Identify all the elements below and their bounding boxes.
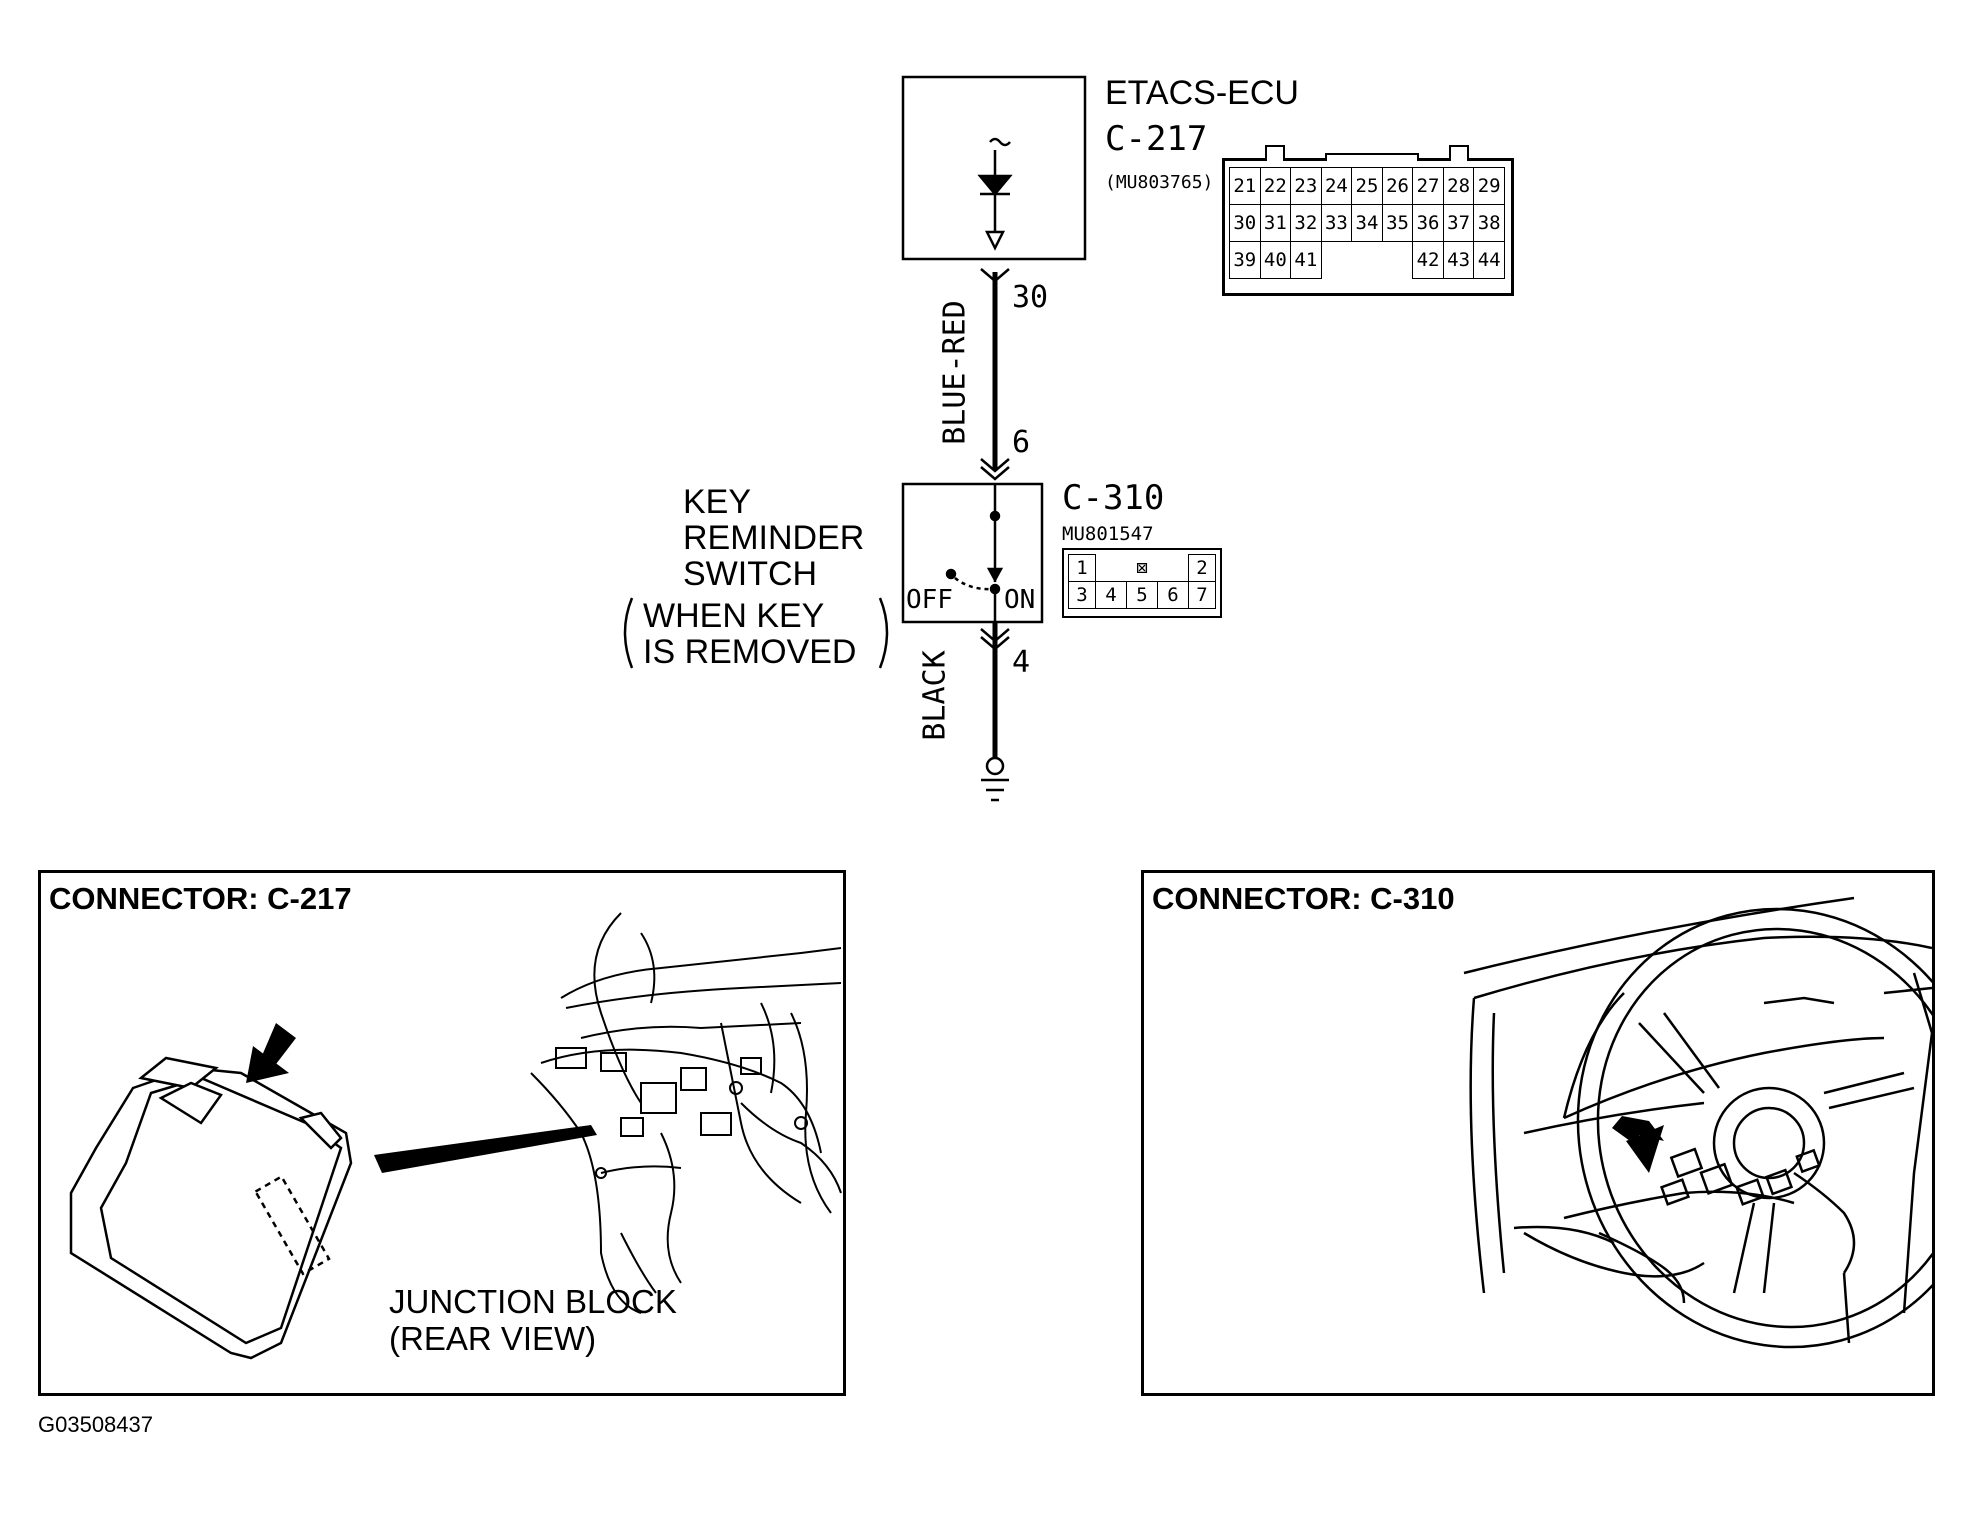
- wiring-diagram: [623, 75, 1087, 802]
- wire-color-black: BLACK: [917, 650, 953, 741]
- pin-6-label: 6: [1012, 425, 1031, 460]
- c217-pin: 41: [1290, 241, 1322, 279]
- caption-line-2: (REAR VIEW): [389, 1320, 597, 1357]
- pin-30-label: 30: [1012, 280, 1049, 315]
- arrow-icon: [261, 1023, 296, 1068]
- c217-pin: 34: [1351, 204, 1383, 242]
- junction-block-illustration: [69, 912, 842, 1360]
- c310-pin: 1: [1068, 554, 1096, 582]
- c217-pin-empty: [1352, 242, 1383, 279]
- connector-6-chevron-b: [980, 466, 1010, 481]
- c310-pin-blocked: ⊠: [1126, 554, 1158, 582]
- c217-pin: 28: [1442, 167, 1475, 205]
- dashboard-wiring-sketch: [530, 912, 842, 1314]
- c310-row-2: 3 4 5 6 7: [1068, 581, 1216, 609]
- c217-pin: 37: [1442, 204, 1475, 242]
- c217-pin: 22: [1259, 167, 1292, 205]
- pin-4-label: 4: [1012, 645, 1031, 680]
- c217-pin: 42: [1412, 241, 1444, 279]
- dashboard-outline: [1463, 896, 1932, 1344]
- ecu-box: [901, 75, 1087, 261]
- connector-6-chevron-a: [980, 458, 1010, 473]
- wire-color-blue-red: BLUE-RED: [937, 300, 973, 445]
- c310-pin: 2: [1188, 554, 1216, 582]
- c217-pin: 29: [1473, 167, 1505, 205]
- c217-row-3: 39 40 41 42 43 44: [1229, 241, 1505, 279]
- switch-off-label: OFF: [906, 585, 953, 615]
- ecu-diode-icon: [977, 137, 1013, 251]
- c310-row-1: 1 ⊠ 2: [1068, 554, 1216, 582]
- ground-icon: [981, 756, 1009, 802]
- c217-pin: 31: [1259, 204, 1292, 242]
- switch-title-line-2: REMINDER: [683, 519, 865, 557]
- c310-pin: 5: [1126, 581, 1158, 609]
- switch-connector-id: C-310: [1062, 478, 1165, 518]
- c217-pin: 35: [1381, 204, 1414, 242]
- c310-pin-layout: 1 ⊠ 2 3 4 5 6 7: [1062, 548, 1222, 618]
- c217-pin: 39: [1229, 241, 1261, 279]
- switch-condition-line-1: WHEN KEY: [643, 597, 825, 635]
- c217-pin-empty: [1321, 242, 1352, 279]
- c217-pin: 27: [1412, 167, 1444, 205]
- paren-left: [623, 597, 634, 669]
- panel-title-c217: CONNECTOR: C-217: [49, 881, 352, 916]
- steering-column-illustration: [1463, 896, 1932, 1349]
- c310-pin: 7: [1188, 581, 1216, 609]
- ecu-connector-id: C-217: [1105, 119, 1208, 159]
- c217-pin-empty: [1382, 242, 1413, 279]
- arrow-icon: [1612, 1116, 1664, 1151]
- view-direction-icon: [374, 1125, 597, 1173]
- c217-pin: 21: [1229, 167, 1261, 205]
- switch-title-line-3: SWITCH: [683, 555, 818, 593]
- c217-pin: 24: [1320, 167, 1353, 205]
- c217-row-1: 21 22 23 24 25 26 27 28 29: [1229, 167, 1505, 205]
- c217-pin: 33: [1320, 204, 1353, 242]
- figure-id: G03508437: [38, 1412, 153, 1437]
- c217-pin: 44: [1473, 241, 1505, 279]
- caption-line-1: JUNCTION BLOCK: [389, 1283, 677, 1320]
- c217-pin: 43: [1442, 241, 1475, 279]
- switch-condition-line-2: IS REMOVED: [643, 633, 857, 671]
- connector-c310-panel: CONNECTOR: C-310: [1141, 870, 1935, 1396]
- c310-pin: 3: [1068, 581, 1096, 609]
- ecu-part-number: (MU803765): [1105, 172, 1214, 193]
- connector-c217-panel: CONNECTOR: C-217: [38, 870, 846, 1396]
- c217-pin: 30: [1229, 204, 1261, 242]
- switch-on-label: ON: [1004, 585, 1036, 615]
- connector-30-chevron: [980, 268, 1010, 283]
- junction-block-icon: [69, 1056, 353, 1360]
- c310-pin: 4: [1095, 581, 1127, 609]
- c217-pin: 40: [1259, 241, 1292, 279]
- c310-pin: 6: [1157, 581, 1189, 609]
- paren-right: [878, 597, 889, 669]
- c217-pin: 36: [1412, 204, 1444, 242]
- switch-part-number: MU801547: [1062, 523, 1154, 545]
- switch-title-line-1: KEY: [683, 483, 752, 521]
- c217-pin: 32: [1290, 204, 1322, 242]
- c217-pin: 38: [1473, 204, 1505, 242]
- c217-pin: 26: [1381, 167, 1414, 205]
- ecu-name: ETACS-ECU: [1105, 74, 1299, 112]
- steering-wheel-icon: [1523, 907, 1932, 1349]
- switch-contact-icon: [945, 484, 1004, 622]
- panel-title-c310: CONNECTOR: C-310: [1152, 881, 1455, 916]
- c310-pin-empty: [1095, 554, 1127, 582]
- switch-box: [901, 482, 1044, 624]
- c310-pin-empty: [1157, 554, 1189, 582]
- arrow-head-icon: [1626, 1125, 1664, 1173]
- c217-row-2: 30 31 32 33 34 35 36 37 38: [1229, 204, 1505, 242]
- c217-pin: 25: [1351, 167, 1383, 205]
- c217-pin: 23: [1290, 167, 1322, 205]
- c217-pin-layout: 21 22 23 24 25 26 27 28 29 30 31 32 33 3…: [1222, 145, 1514, 296]
- arrow-head-icon: [246, 1046, 289, 1083]
